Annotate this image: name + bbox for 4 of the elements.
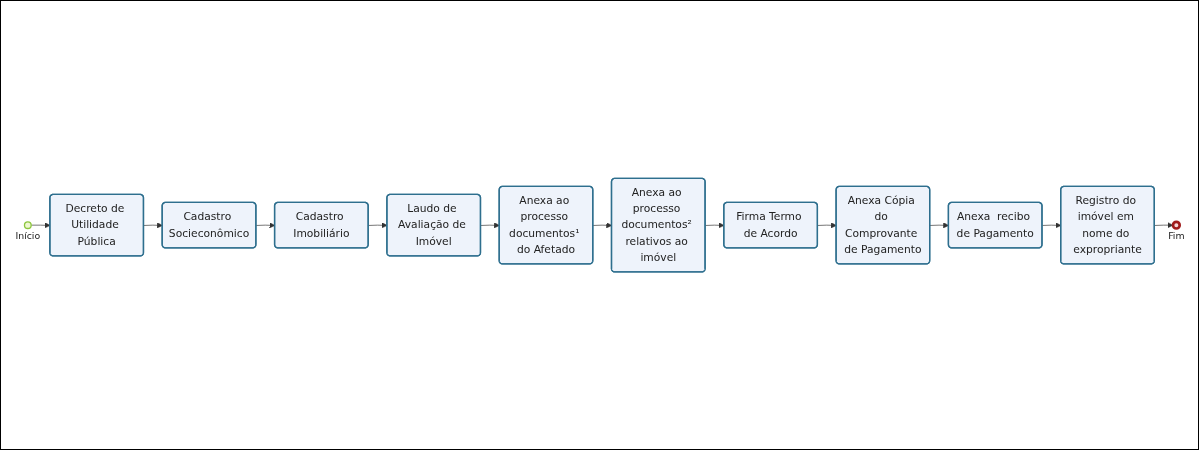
- node-circle: [23, 221, 32, 229]
- node-caption: Início: [14, 230, 40, 242]
- node-circle: [1171, 220, 1181, 230]
- node-caption: Fim: [1167, 230, 1185, 242]
